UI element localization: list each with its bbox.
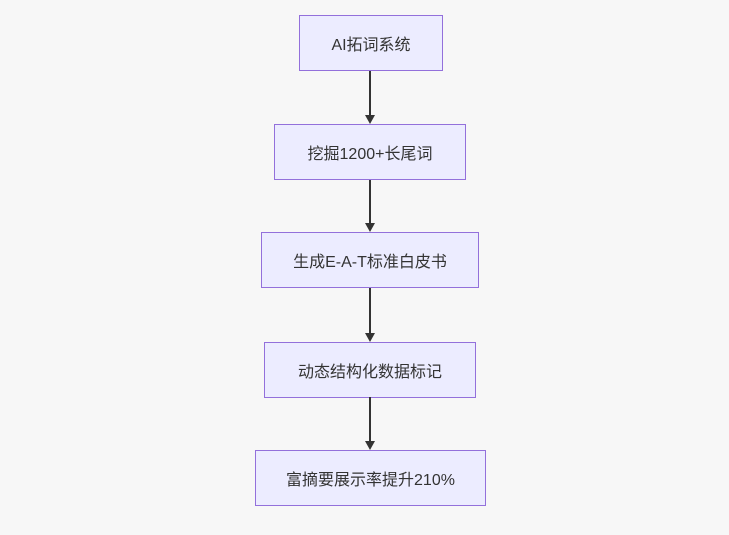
- edge-connector-3: [364, 288, 376, 342]
- flow-node-label: AI拓词系统: [331, 37, 411, 54]
- flow-node-label: 富摘要展示率提升210%: [286, 472, 455, 489]
- edge-connector-4: [364, 397, 376, 450]
- flow-node-label: 动态结构化数据标记: [297, 364, 442, 381]
- edge-connector-1: [364, 71, 376, 124]
- flow-node-ai-word-expansion-system: AI拓词系统: [299, 15, 443, 71]
- arrowhead-down-icon: [365, 441, 375, 450]
- flow-node-structured-data-markup: 动态结构化数据标记: [264, 342, 476, 398]
- arrowhead-down-icon: [365, 333, 375, 342]
- edge-connector-2: [364, 180, 376, 232]
- flow-node-longtail-keyword-mining: 挖掘1200+长尾词: [274, 124, 466, 180]
- edge-line: [369, 71, 371, 115]
- flow-node-eat-whitepaper: 生成E-A-T标准白皮书: [261, 232, 479, 288]
- flow-node-label: 生成E-A-T标准白皮书: [293, 254, 447, 271]
- arrowhead-down-icon: [365, 115, 375, 124]
- flow-node-rich-snippet-rate: 富摘要展示率提升210%: [255, 450, 486, 506]
- flow-node-label: 挖掘1200+长尾词: [307, 146, 433, 163]
- edge-line: [369, 288, 371, 333]
- edge-line: [369, 180, 371, 223]
- arrowhead-down-icon: [365, 223, 375, 232]
- edge-line: [369, 397, 371, 441]
